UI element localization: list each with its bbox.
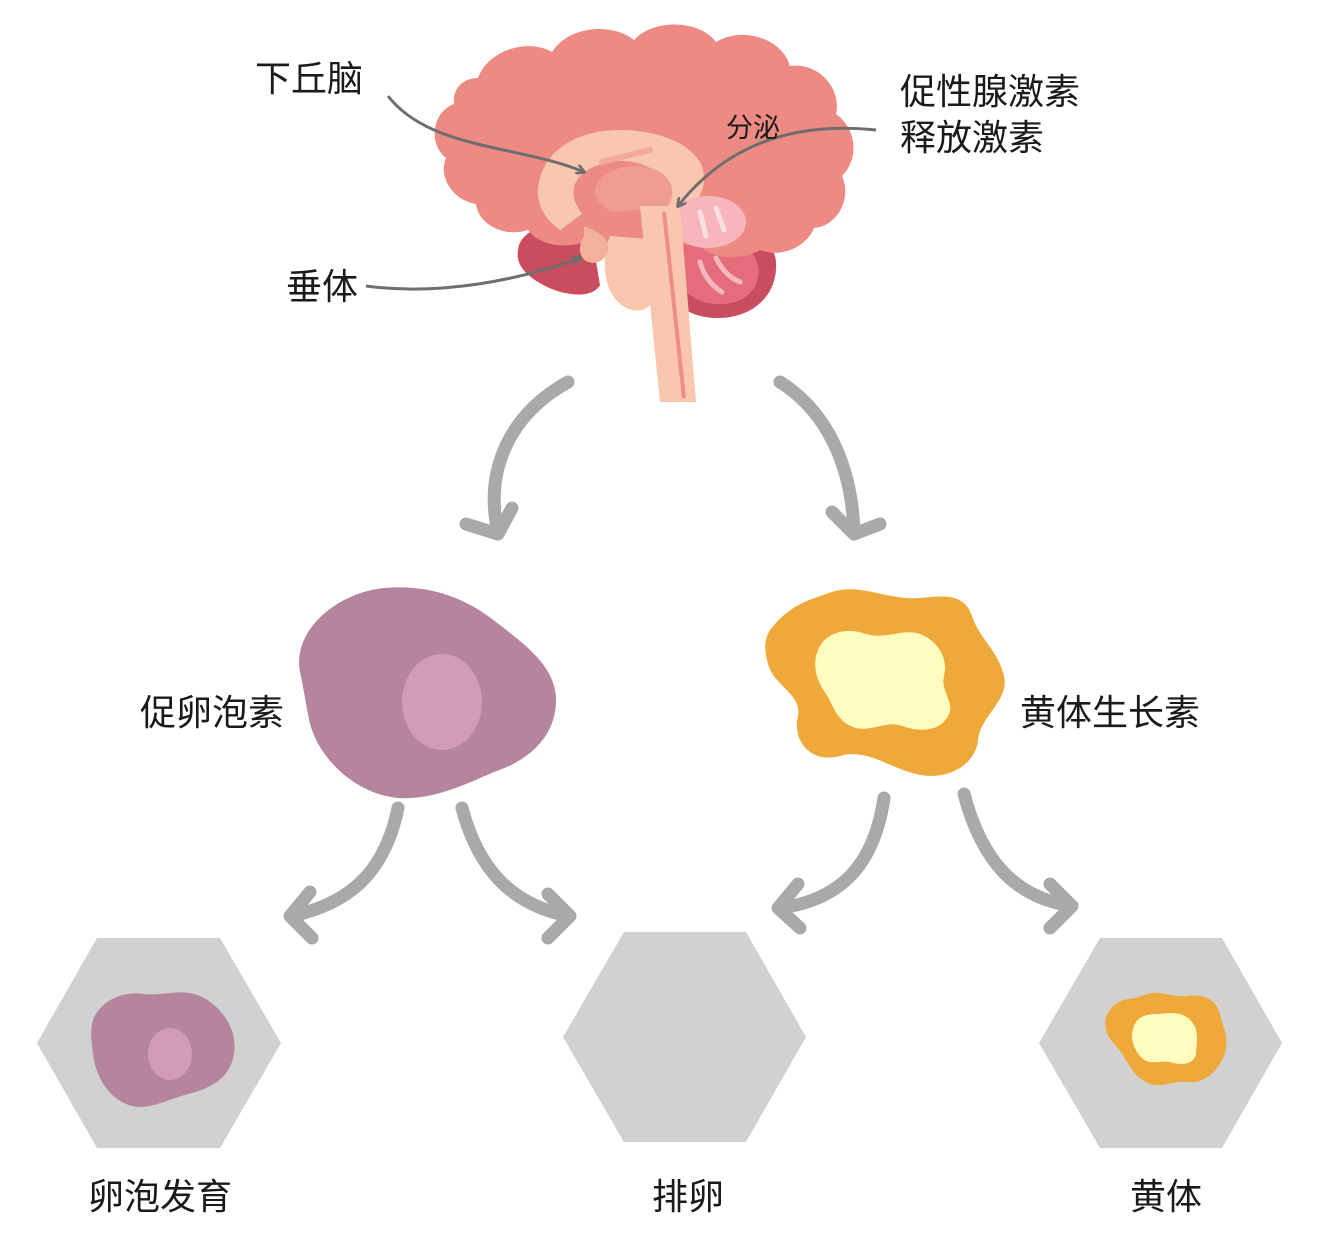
- brain-illustration: [434, 24, 854, 402]
- lh-cell-icon: [765, 589, 1005, 776]
- arrow-brain-to-fsh: [487, 375, 575, 539]
- label-gnrh: 促性腺激素 释放激素: [900, 70, 1080, 162]
- arrow-fsh-to-follicle: [285, 801, 405, 923]
- pineal-region: [670, 196, 746, 248]
- arrow-lh-to-ovulation: [773, 791, 891, 915]
- label-gnrh-line2: 释放激素: [900, 118, 1045, 159]
- arrow-lh-to-corpus: [957, 787, 1079, 913]
- label-lh: 黄体生长素: [1020, 693, 1201, 734]
- thalamus: [594, 165, 673, 212]
- fsh-cell-icon: [299, 587, 556, 799]
- pointer-pituitary: [365, 258, 580, 291]
- label-hypothalamus: 下丘脑: [255, 59, 364, 100]
- arrow-brain-to-lh: [773, 375, 861, 539]
- label-gnrh-line1: 促性腺激素: [900, 72, 1081, 113]
- follicle-hexagon: [37, 938, 281, 1148]
- brainstem: [640, 206, 696, 402]
- corpus-luteum-hexagon: [1039, 938, 1282, 1148]
- pituitary-gland: [579, 226, 609, 263]
- label-pituitary: 垂体: [286, 267, 359, 308]
- label-fsh: 促卵泡素: [140, 693, 285, 734]
- label-secrete: 分泌: [726, 113, 780, 144]
- flow-arrows: [283, 375, 1079, 945]
- label-ovulation: 排卵: [652, 1177, 725, 1218]
- label-follicle-development: 卵泡发育: [88, 1177, 233, 1218]
- arrow-fsh-to-ovulation: [455, 801, 575, 923]
- pointer-hypothalamus: [386, 95, 584, 172]
- ovulation-hexagon: [563, 932, 806, 1142]
- pointer-gnrh: [678, 126, 877, 206]
- label-corpus-luteum: 黄体: [1130, 1177, 1203, 1218]
